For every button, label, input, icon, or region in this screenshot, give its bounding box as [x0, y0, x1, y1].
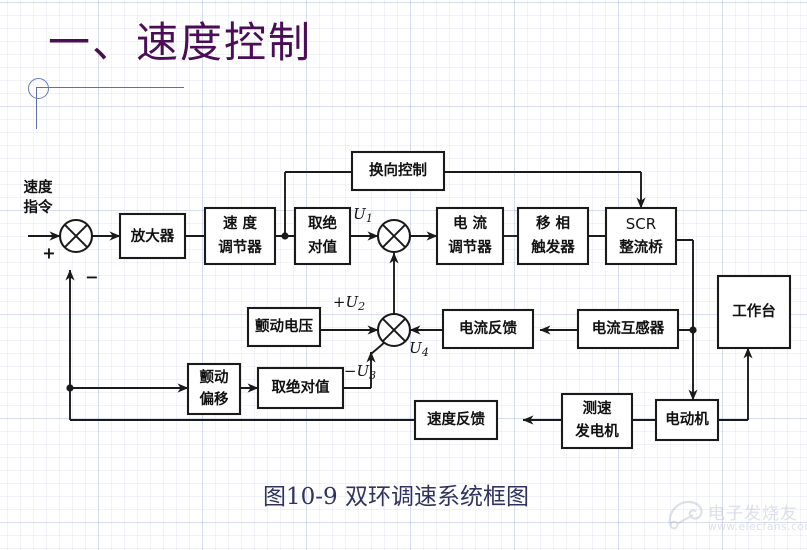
figure-caption: 图10-9 双环调速系统框图	[263, 484, 529, 510]
block-scr-rectifier-bridge: SCR 整流桥	[604, 206, 678, 266]
block-dither-voltage: 颤动电压	[246, 306, 322, 348]
svg-text:U4: U4	[409, 339, 429, 359]
block-speed-feedback: 速度反馈	[413, 399, 499, 441]
svg-text:电流反馈: 电流反馈	[459, 319, 517, 337]
label-signal-u4: U4	[409, 339, 429, 359]
label-signal-u3: −U3	[344, 362, 376, 382]
svg-text:SCR: SCR	[626, 215, 656, 233]
svg-text:换向控制: 换向控制	[369, 161, 427, 179]
block-current-transformer: 电流互感器	[576, 308, 680, 350]
label-signal-u1: U1	[353, 205, 373, 225]
svg-text:U1: U1	[353, 205, 373, 225]
watermark-url: www.elecfans.com	[708, 521, 807, 533]
block-speed-regulator: 速 度 调节器	[203, 206, 277, 266]
block-amplifier: 放大器	[118, 212, 187, 260]
title-vertical-rule	[36, 87, 37, 129]
svg-text:速 度: 速 度	[223, 214, 258, 232]
svg-text:电 流: 电 流	[453, 214, 488, 232]
svg-text:电流互感器: 电流互感器	[592, 319, 665, 337]
title-underline-rule	[36, 87, 184, 88]
block-worktable: 工作台	[716, 274, 792, 350]
svg-text:整流桥: 整流桥	[619, 238, 663, 256]
label-sum1-minus: −	[85, 268, 98, 287]
watermark-brand: 电子发烧友	[708, 504, 798, 524]
block-motor: 电动机	[654, 398, 720, 442]
svg-text:速度反馈: 速度反馈	[427, 410, 485, 428]
svg-text:触发器: 触发器	[531, 238, 575, 256]
svg-text:颤动电压: 颤动电压	[255, 317, 313, 335]
svg-text:移 相: 移 相	[536, 214, 570, 232]
svg-text:−U3: −U3	[344, 362, 376, 382]
svg-text:颤动: 颤动	[200, 368, 229, 386]
svg-text:调节器: 调节器	[218, 239, 262, 256]
label-signal-u2: +U2	[333, 293, 365, 313]
block-abs-value-top: 取绝 对值	[293, 206, 352, 266]
svg-text:−: −	[85, 268, 98, 287]
block-direction-control: 换向控制	[350, 150, 446, 192]
svg-text:测速: 测速	[583, 399, 612, 417]
title-decor-circle-icon	[28, 78, 49, 99]
svg-text:取绝对值: 取绝对值	[272, 378, 330, 396]
block-current-regulator: 电 流 调节器	[435, 206, 505, 266]
summing-junction-dither	[376, 312, 412, 348]
elecfans-logo-icon	[668, 500, 703, 530]
block-dither-offset: 颤动 偏移	[186, 362, 242, 416]
block-tachogenerator: 测速 发电机	[560, 392, 634, 450]
svg-text:工作台: 工作台	[732, 302, 776, 320]
svg-text:对值: 对值	[308, 238, 337, 256]
label-speed-command: 速度 指令	[24, 178, 53, 216]
svg-text:偏移: 偏移	[200, 390, 229, 408]
svg-text:放大器: 放大器	[130, 227, 175, 245]
svg-text:+U2: +U2	[333, 293, 365, 313]
svg-text:指令: 指令	[24, 198, 53, 216]
label-sum1-plus: +	[42, 244, 55, 263]
block-current-feedback: 电流反馈	[441, 308, 535, 350]
svg-text:调节器: 调节器	[448, 239, 492, 256]
svg-text:速度: 速度	[24, 178, 53, 196]
svg-text:取绝: 取绝	[308, 214, 337, 232]
block-abs-value-bottom: 取绝对值	[256, 366, 345, 410]
watermark: 电子发烧友 www.elecfans.com	[666, 497, 807, 545]
svg-text:电动机: 电动机	[665, 410, 709, 428]
summing-junction-current	[376, 218, 412, 254]
summing-junction-speed	[58, 218, 94, 254]
svg-text:发电机: 发电机	[574, 422, 619, 440]
block-phase-shift-trigger: 移 相 触发器	[516, 206, 590, 266]
svg-text:+: +	[42, 244, 55, 263]
page-title: 一、速度控制	[48, 18, 313, 67]
